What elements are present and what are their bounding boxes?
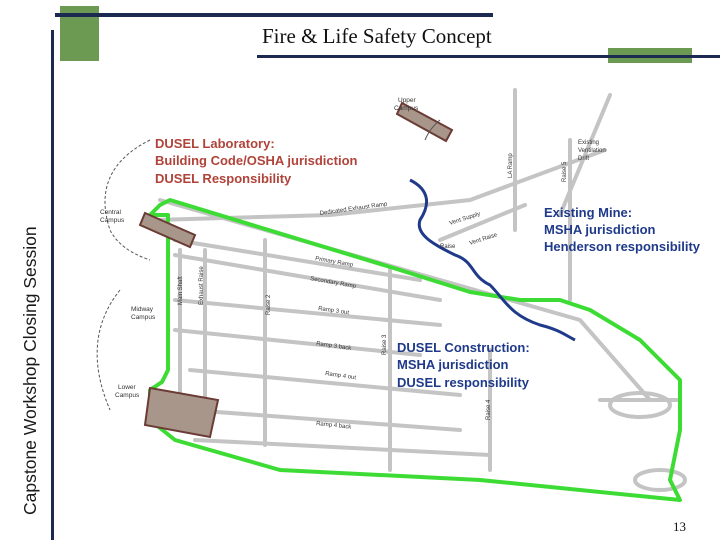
raise-label: Raise <box>440 244 456 250</box>
vent-drift-label-line3: Drift <box>578 156 589 162</box>
lower-campus-label-line1: Lower <box>118 384 137 391</box>
main-shaft-label: Main Shaft <box>178 276 184 305</box>
vent-drift-line <box>558 93 612 217</box>
tunnel-ramp3-back <box>173 328 422 357</box>
exhaust-raise-label: Exhaust Raise <box>199 266 205 305</box>
existing-mine-line2: MSHA jurisdiction <box>544 222 656 237</box>
vent-raise-label: Vent Raise <box>469 232 499 247</box>
escape-route-boundary <box>148 198 682 502</box>
ramp-3-back-label: Ramp 3 back <box>316 341 353 352</box>
ramp-loop-lower <box>633 468 687 492</box>
lab-jurisdiction-line3: DUSEL Responsibility <box>155 171 292 186</box>
tunnel-ramp4-back <box>188 408 462 432</box>
top-rule <box>55 13 493 17</box>
midway-campus-label-line1: Midway <box>131 306 154 313</box>
msha-boundary-line <box>409 178 576 342</box>
lower-campus-label-line2: Campus <box>115 392 140 399</box>
tunnel-ramp4-out <box>188 368 462 397</box>
ramp-4-out-label: Ramp 4 out <box>325 371 357 381</box>
construction-line1: DUSEL Construction: <box>397 340 530 355</box>
midway-campus-label-line2: Campus <box>131 314 156 321</box>
slide-title: Fire & Life Safety Concept <box>262 24 492 48</box>
vent-drift-label-line1: Existing <box>578 140 599 146</box>
raise-2-label: Raise 2 <box>266 294 272 315</box>
page-number: 13 <box>673 519 686 534</box>
ramp-3-out-label: Ramp 3 out <box>318 306 350 316</box>
secondary-ramp-label: Secondary Ramp <box>310 276 357 290</box>
central-campus-label-line1: Central <box>100 209 122 216</box>
existing-mine-line1: Existing Mine: <box>544 205 632 220</box>
tunnel-ramp3-out <box>173 298 442 327</box>
upper-campus-label-line1: Upper <box>398 97 417 104</box>
construction-line3: DUSEL responsibility <box>397 375 530 390</box>
title-underline <box>257 55 720 58</box>
ramp-4-back-label: Ramp 4 back <box>316 421 353 431</box>
existing-mine-line3: Henderson responsibility <box>544 239 701 254</box>
tunnel-network <box>153 88 687 492</box>
vent-drift-label-line2: Ventilation <box>578 148 606 154</box>
upper-campus-label-line2: Campus <box>394 105 419 112</box>
tunnel-exhaust-ramp <box>153 148 607 222</box>
tunnel-bottom <box>193 438 492 457</box>
la-ramp-label: LA Ramp <box>508 153 514 178</box>
upper-campus-arrow <box>424 119 441 141</box>
central-campus-block <box>138 211 197 249</box>
vertical-divider <box>51 30 54 540</box>
construction-line2: MSHA jurisdiction <box>397 357 509 372</box>
central-campus-arrow <box>104 139 151 261</box>
lab-jurisdiction-line2: Building Code/OSHA jurisdiction <box>155 153 358 168</box>
raise-3-label: Raise 3 <box>382 334 388 355</box>
tunnel-secondary <box>173 253 442 302</box>
lower-campus-arrow <box>96 289 121 411</box>
ramp-loop <box>608 391 672 419</box>
central-campus-label-line2: Campus <box>100 217 125 224</box>
upper-campus-block <box>395 101 454 143</box>
raise-5-label: Raise 5 <box>562 161 568 182</box>
lab-jurisdiction-line1: DUSEL Laboratory: <box>155 136 275 151</box>
tunnel-primary <box>173 238 422 282</box>
raise-4-label: Raise 4 <box>486 399 492 420</box>
vent-raise-line <box>438 203 527 242</box>
lower-campus-block <box>143 386 220 439</box>
